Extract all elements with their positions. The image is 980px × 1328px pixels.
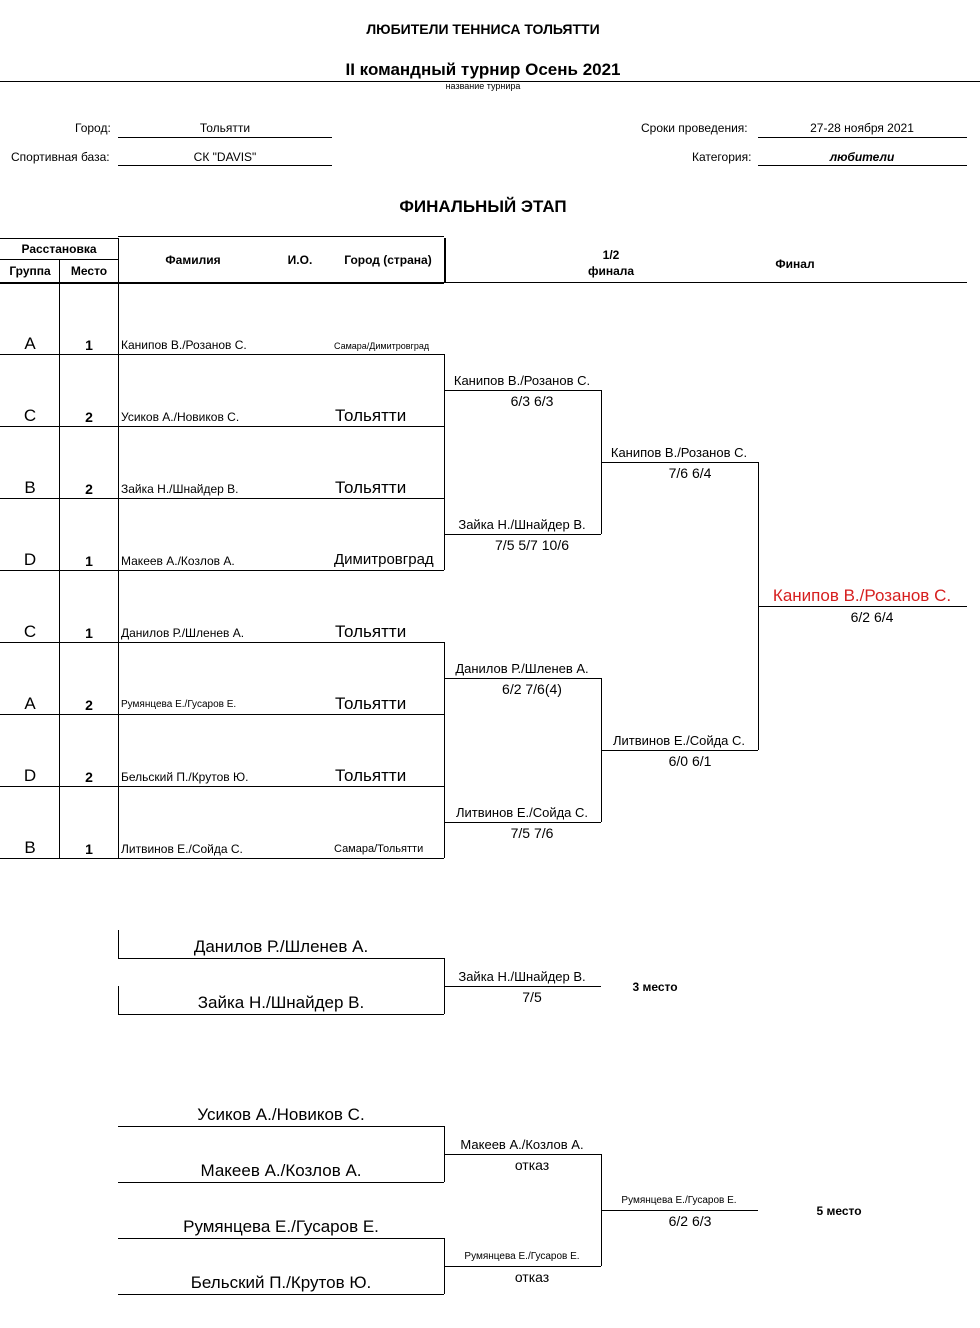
base-value: СК "DAVIS": [193, 150, 257, 164]
third-place-player-2: Зайка Н./Шнайдер В.: [197, 993, 365, 1012]
third-place-label: 3 место: [632, 980, 678, 994]
category-value: любители: [829, 150, 895, 164]
match-score: 6/2 6/3: [668, 1213, 712, 1229]
entry-group: D: [23, 550, 37, 569]
semifinal-header-line1: 1/2: [602, 248, 620, 262]
champion: Канипов В./Розанов С.: [772, 586, 952, 605]
match-winner: Литвинов Е./Сойда С.: [612, 733, 746, 748]
entry-city: Тольятти: [335, 694, 407, 713]
seeding-header: Расстановка: [21, 242, 97, 256]
entry-name: Усиков А./Новиков С.: [121, 410, 240, 424]
base-label: Спортивная база:: [11, 150, 110, 164]
semifinal-header-line2: финала: [587, 264, 635, 278]
entry-place: 2: [85, 409, 93, 425]
entry-place: 2: [85, 769, 93, 785]
entry-name: Литвинов Е./Сойда С.: [121, 842, 243, 856]
surname-header: Фамилия: [165, 253, 221, 267]
entry-city: Тольятти: [335, 766, 407, 785]
entry-place: 1: [85, 553, 93, 569]
match-winner: Румянцева Е./Гусаров Е.: [621, 1195, 737, 1206]
fifth-place-player-2: Макеев А./Козлов А.: [200, 1161, 362, 1180]
match-winner: Румянцева Е./Гусаров Е.: [464, 1251, 580, 1262]
match-winner: Данилов Р./Шленев А.: [455, 661, 589, 676]
entry-city: Тольятти: [335, 622, 407, 641]
match-winner: Литвинов Е./Сойда С.: [455, 805, 589, 820]
entry-place: 2: [85, 481, 93, 497]
third-place-player-1: Данилов Р./Шленев А.: [193, 937, 369, 956]
org-title: ЛЮБИТЕЛИ ТЕННИСА ТОЛЬЯТТИ: [366, 21, 600, 37]
entry-group: C: [23, 622, 37, 641]
final-header: Финал: [775, 257, 815, 271]
match-score: 7/5: [522, 989, 542, 1005]
city-header: Город (страна): [344, 253, 432, 267]
entry-group: A: [24, 694, 36, 713]
entry-place: 2: [85, 697, 93, 713]
entry-name: Данилов Р./Шленев А.: [121, 626, 245, 640]
tournament-caption: название турнира: [445, 81, 521, 91]
entry-group: B: [24, 478, 36, 497]
match-winner: Макеев А./Козлов А.: [460, 1137, 584, 1152]
tournament-name: II командный турнир Осень 2021: [345, 60, 621, 79]
dates-label: Сроки проведения:: [641, 121, 748, 135]
fifth-place-player-1: Усиков А./Новиков С.: [197, 1105, 365, 1124]
city-label: Город:: [75, 121, 111, 135]
dates-value: 27-28 ноября 2021: [810, 121, 914, 135]
fifth-place-player-4: Бельский П./Крутов Ю.: [190, 1273, 372, 1292]
initials-header: И.О.: [287, 253, 313, 267]
match-score: 7/5 5/7 10/6: [495, 537, 569, 553]
entry-name: Макеев А./Козлов А.: [121, 554, 235, 568]
entry-group: B: [24, 838, 36, 857]
match-winner: Зайка Н./Шнайдер В.: [458, 969, 586, 984]
match-score: 7/6 6/4: [668, 465, 712, 481]
fifth-place-label: 5 место: [816, 1204, 862, 1218]
entry-place: 1: [85, 841, 93, 857]
entry-city: Тольятти: [335, 478, 407, 497]
match-score: 6/3 6/3: [510, 393, 554, 409]
city-value: Тольятти: [199, 121, 251, 135]
match-score: 6/2 7/6(4): [502, 681, 562, 697]
match-score: 7/5 7/6: [510, 825, 554, 841]
entry-name: Канипов В./Розанов С.: [121, 338, 247, 352]
entry-place: 1: [85, 625, 93, 641]
match-winner: Канипов В./Розанов С.: [453, 373, 591, 388]
entry-city: Тольятти: [335, 406, 407, 425]
entry-name: Зайка Н./Шнайдер В.: [121, 482, 239, 496]
match-winner: Канипов В./Розанов С.: [610, 445, 748, 460]
match-winner: Зайка Н./Шнайдер В.: [458, 517, 586, 532]
entry-group: C: [23, 406, 37, 425]
entry-city: Самара/Тольятти: [334, 843, 424, 855]
entry-group: A: [24, 334, 36, 353]
entry-city: Димитровград: [334, 551, 434, 568]
entry-group: D: [23, 766, 37, 785]
match-score: отказ: [514, 1157, 550, 1173]
fifth-place-player-3: Румянцева Е./Гусаров Е.: [183, 1217, 379, 1236]
entry-name: Румянцева Е./Гусаров Е.: [121, 699, 237, 710]
entry-place: 1: [85, 337, 93, 353]
entry-city: Самара/Димитровград: [334, 341, 430, 351]
group-header: Группа: [9, 264, 51, 278]
match-score: 6/2 6/4: [850, 609, 894, 625]
stage-title: ФИНАЛЬНЫЙ ЭТАП: [399, 197, 567, 216]
place-header: Место: [70, 264, 108, 278]
category-label: Категория:: [692, 150, 752, 164]
match-score: 6/0 6/1: [668, 753, 712, 769]
match-score: отказ: [514, 1269, 550, 1285]
entry-name: Бельский П./Крутов Ю.: [121, 770, 249, 784]
